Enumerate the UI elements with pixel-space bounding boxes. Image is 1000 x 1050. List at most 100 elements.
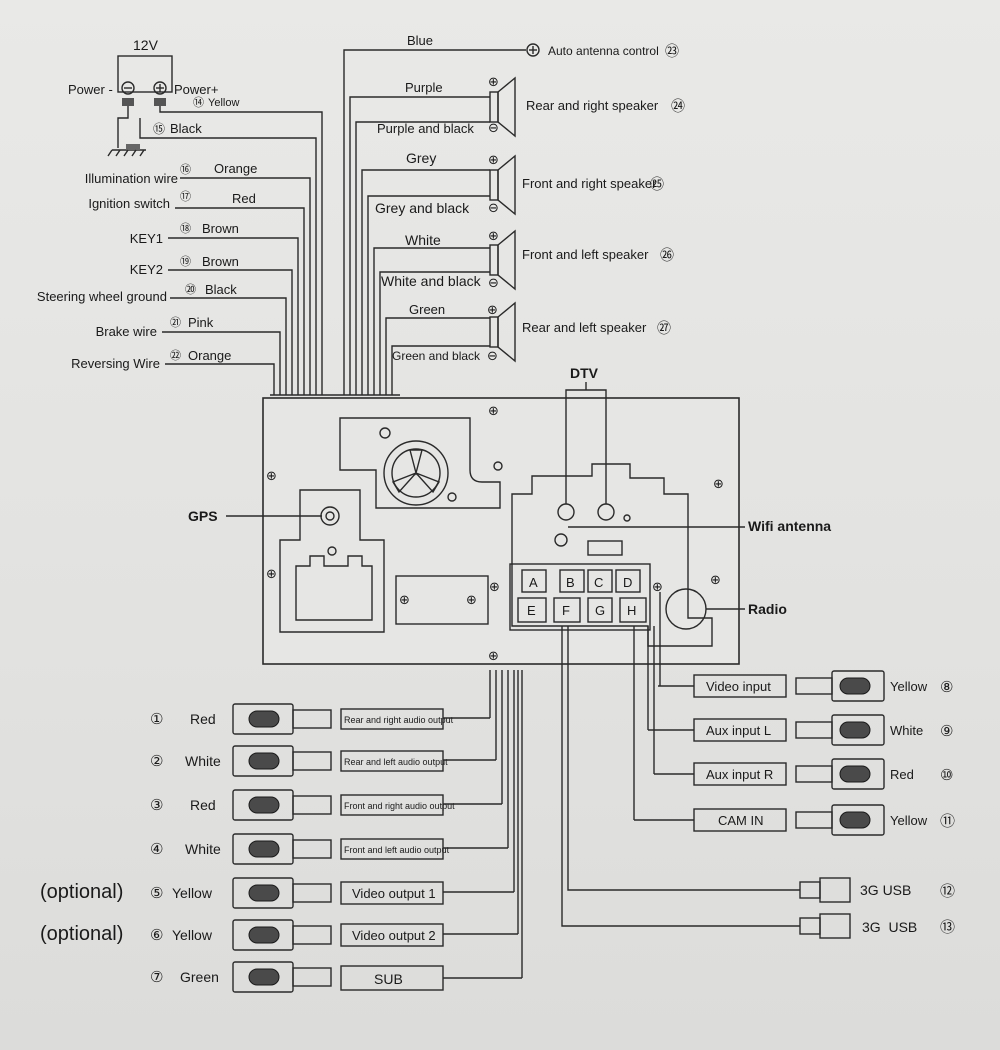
input-11-color: Yellow — [890, 813, 928, 828]
input-cables: Video input Yellow ⑧ Aux input L White ⑨… — [633, 592, 955, 836]
output-6-number: ⑥ — [150, 926, 163, 944]
speaker-25-number: ㉕ — [650, 177, 664, 193]
output-7-label: SUB — [374, 971, 403, 987]
speaker-27-minus-color: Green and black — [392, 349, 481, 363]
output-6-color: Yellow — [172, 927, 213, 943]
side-panel — [395, 575, 489, 625]
main-connector-plug — [295, 555, 373, 621]
output-1-label: Rear and right audio output — [344, 715, 454, 725]
wire-color-19: Brown — [202, 254, 239, 269]
output-3-number: ③ — [150, 796, 163, 814]
input-9-number: ⑨ — [940, 722, 953, 740]
wire-name-19: KEY2 — [130, 262, 163, 277]
antenna-wire-group: Blue Auto antenna control ㉓ — [343, 33, 679, 395]
port-block — [509, 563, 651, 631]
input-8-label-box — [693, 674, 787, 698]
voltage-label: 12V — [133, 37, 159, 53]
wire-color-20: Black — [205, 282, 237, 297]
main-connector — [279, 489, 385, 633]
wire-color-16: Orange — [214, 161, 257, 176]
wire-num-16: ⑯ — [180, 163, 191, 176]
port-b — [559, 569, 585, 593]
input-11-label-box — [693, 808, 787, 832]
speaker-25-plus-icon: ⊕ — [488, 153, 499, 168]
wire-num-17: ⑰ — [180, 190, 191, 203]
speaker-24-label: Rear and right speaker — [526, 98, 659, 113]
usb-2-label: 3G USB — [862, 919, 917, 935]
input-8-color: Yellow — [890, 679, 928, 694]
output-6-label-box — [340, 923, 444, 947]
usb-1-wire — [567, 626, 800, 891]
fan-blades — [391, 449, 441, 494]
speaker-25-minus-icon: ⊖ — [488, 201, 499, 216]
port-f — [553, 597, 581, 623]
port-a — [521, 569, 547, 593]
speaker-24: Purple Purple and black ⊕ ⊖ Rear and rig… — [349, 75, 685, 395]
output-7-number: ⑦ — [150, 968, 163, 986]
input-9-plug — [831, 714, 885, 746]
usb-2-grip — [799, 917, 821, 935]
input-9-color: White — [890, 723, 923, 738]
antenna-wire — [343, 49, 526, 395]
screw-icon: ⊕ — [266, 469, 277, 484]
speaker-27: Green Green and black ⊕ ⊖ Rear and left … — [385, 301, 671, 395]
usb-1-plug-icon — [819, 877, 851, 903]
speaker-25: Grey Grey and black ⊕ ⊖ Front and right … — [361, 150, 664, 395]
output-2-label-box — [340, 750, 444, 772]
input-8-grip — [795, 677, 833, 695]
screw-icon: ⊕ — [713, 477, 724, 492]
speaker-26-plus-color: White — [405, 232, 441, 248]
usb-cables: 3G USB ⑫ 3G USB ⑬ — [561, 626, 955, 939]
wire-color-18: Brown — [202, 221, 239, 236]
svg-text:⊕: ⊕ — [466, 593, 477, 608]
ground-wire — [117, 106, 129, 148]
usb-1-grip — [799, 881, 821, 899]
yellow-wire — [159, 106, 323, 395]
wire-name-16: Illumination wire — [85, 171, 178, 186]
wire-name-20: Steering wheel ground — [37, 289, 167, 304]
usb-2-plug-icon — [819, 913, 851, 939]
speaker-27-number: ㉗ — [657, 321, 671, 337]
output-1-grip — [292, 709, 332, 729]
output-cables: ① Red Rear and right audio output ② Whit… — [40, 670, 523, 993]
output-5-label: Video output 1 — [352, 886, 436, 901]
yellow-wire-label: Yellow — [208, 97, 239, 109]
wifi-label: Wifi antenna — [748, 518, 831, 534]
wire-color-22: Orange — [188, 348, 231, 363]
output-3-label-box — [340, 794, 444, 816]
wire-num-18: ⑱ — [180, 222, 191, 235]
speaker-24-plus-icon: ⊕ — [488, 75, 499, 90]
usb-2-number: ⑬ — [940, 918, 955, 936]
port-g — [587, 597, 613, 623]
wire-num-20: ⑳ — [185, 283, 196, 296]
port-b-label: B — [566, 575, 575, 590]
input-11-number: ⑪ — [940, 812, 955, 830]
left-wires: Illumination wire ⑯ Orange Ignition swit… — [37, 161, 311, 395]
screw-icon: ⊕ — [266, 567, 277, 582]
speaker-26-plus-icon: ⊕ — [488, 229, 499, 244]
minus-terminal-icon — [121, 81, 135, 95]
minus-lug — [122, 98, 134, 106]
wire-color-17: Red — [232, 191, 256, 206]
port-h — [619, 597, 647, 623]
wire-num-19: ⑲ — [180, 255, 191, 268]
speaker-27-plus-color: Green — [409, 302, 445, 317]
output-4-color: White — [185, 841, 221, 857]
output-4-number: ④ — [150, 840, 163, 858]
radio-label: Radio — [748, 601, 787, 617]
speaker-24-magnet — [489, 91, 499, 123]
output-1-number: ① — [150, 710, 163, 728]
speaker-26-minus-color: White and black — [381, 273, 482, 289]
port-e — [517, 597, 547, 623]
speaker-26-icon — [497, 229, 516, 291]
output-7-color: Green — [180, 969, 219, 985]
power-minus-label: Power - — [68, 82, 113, 97]
fan-icon — [383, 440, 449, 506]
speaker-27-plus-icon: ⊕ — [487, 303, 498, 318]
speaker-24-minus-color: Purple and black — [377, 121, 474, 136]
port-e-label: E — [527, 603, 536, 618]
port-d-label: D — [623, 575, 632, 590]
gps-label: GPS — [188, 508, 218, 524]
screw-icon: ⊕ — [710, 573, 721, 588]
